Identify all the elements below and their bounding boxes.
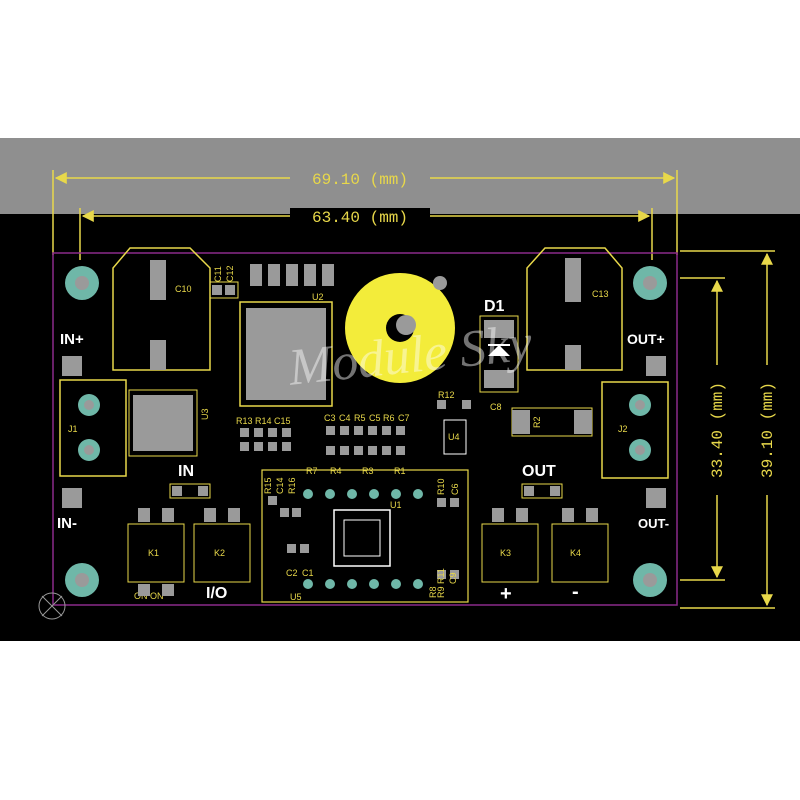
diode-d1 <box>479 315 519 393</box>
ref-c14: C14 <box>275 477 285 494</box>
ref-r6: R6 <box>383 413 395 423</box>
board-outline <box>52 252 678 606</box>
ref-c9: C9 <box>448 572 458 584</box>
height-inner-label: 33.40 (mm) <box>709 382 727 478</box>
ref-u1: U1 <box>390 500 402 510</box>
ref-u4: U4 <box>448 432 460 442</box>
ref-c1: C1 <box>302 568 314 578</box>
fiducial-mark <box>38 592 66 620</box>
ref-c5: C5 <box>369 413 381 423</box>
ref-k3: K3 <box>500 548 511 558</box>
key-k2 <box>193 508 251 583</box>
ref-c7: C7 <box>398 413 410 423</box>
mounting-holes <box>65 266 667 597</box>
ref-c4: C4 <box>339 413 351 423</box>
power-pads <box>62 356 666 508</box>
silk-in-minus: IN- <box>57 515 77 532</box>
ref-j1: J1 <box>68 424 78 434</box>
terminal-j2 <box>601 381 669 479</box>
ref-u5: U5 <box>290 592 302 602</box>
ref-r3: R3 <box>362 466 374 476</box>
terminal-j1 <box>59 379 127 477</box>
regulator-u2 <box>239 264 334 407</box>
ref-j2: J2 <box>618 424 628 434</box>
ref-r7: R7 <box>306 466 318 476</box>
silk-out-minus: OUT- <box>638 516 669 531</box>
ref-c11: C11 <box>213 266 223 282</box>
caps-c11-c12 <box>209 281 239 299</box>
ref-k2: K2 <box>214 548 225 558</box>
ref-r2: R2 <box>532 416 542 428</box>
ref-c15: C15 <box>274 416 291 426</box>
led-in <box>169 483 211 499</box>
led-out <box>521 483 563 499</box>
ref-r1: R1 <box>394 466 406 476</box>
width-inner-label: 63.40 (mm) <box>312 209 408 227</box>
ref-r9: R9 <box>436 586 446 598</box>
silk-io: I/O <box>206 585 227 602</box>
chip-u4 <box>443 419 467 455</box>
ref-r8: R8 <box>428 586 438 598</box>
silk-minus: - <box>572 581 579 603</box>
silk-plus: + <box>500 583 512 605</box>
ref-c10: C10 <box>175 284 192 294</box>
ref-u2: U2 <box>312 292 324 302</box>
u5-header-pins <box>303 489 423 589</box>
key-k3 <box>481 508 539 583</box>
ref-r16: R16 <box>287 477 297 494</box>
ref-r12: R12 <box>438 390 455 400</box>
module-u5-outline <box>261 469 469 603</box>
ref-c3: C3 <box>324 413 336 423</box>
ref-r11: R11 <box>436 568 446 584</box>
ref-u3: U3 <box>200 408 210 420</box>
silk-out-plus: OUT+ <box>627 331 665 347</box>
height-outer-label: 39.10 (mm) <box>759 382 777 478</box>
ref-c8: C8 <box>490 402 502 412</box>
key-k4 <box>551 508 609 583</box>
capacitor-c13 <box>526 247 623 371</box>
ref-r10: R10 <box>436 478 446 495</box>
ref-c12: C12 <box>225 265 235 282</box>
ref-r14: R14 <box>255 416 272 426</box>
silk-out: OUT <box>522 463 556 480</box>
ref-r13: R13 <box>236 416 253 426</box>
ref-r5: R5 <box>354 413 366 423</box>
silk-d1: D1 <box>484 298 505 315</box>
smd-grid-center <box>240 400 471 579</box>
ref-k4: K4 <box>570 548 581 558</box>
chip-u3 <box>133 395 193 451</box>
width-outer-label: 69.10 (mm) <box>312 171 408 189</box>
ref-k1: K1 <box>148 548 159 558</box>
ref-c6: C6 <box>450 483 460 495</box>
ref-r4: R4 <box>330 466 342 476</box>
ref-c13: C13 <box>592 289 609 299</box>
capacitor-c10 <box>112 247 211 371</box>
chip-u1 <box>333 509 391 567</box>
ref-r15: R15 <box>263 477 273 494</box>
silk-in-plus: IN+ <box>60 331 84 348</box>
silk-in: IN <box>178 463 194 480</box>
ref-c2: C2 <box>286 568 298 578</box>
key-k1 <box>127 508 185 596</box>
